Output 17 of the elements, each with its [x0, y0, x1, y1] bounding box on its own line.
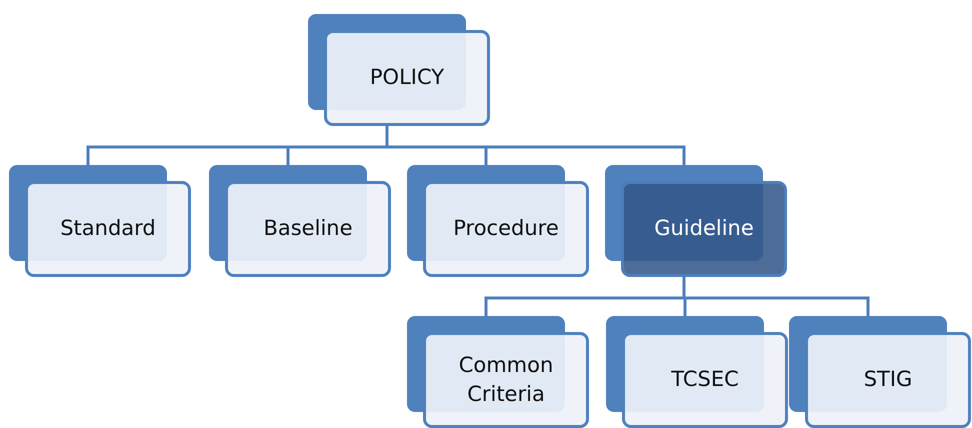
stacked-box — [308, 14, 490, 126]
stacked-box — [9, 165, 191, 277]
box-label: Common Criteria — [458, 352, 554, 408]
stacked-box — [209, 165, 391, 277]
box-label: TCSEC — [671, 366, 739, 394]
box-label: Baseline — [263, 215, 353, 242]
box-label: Standard — [60, 215, 156, 242]
box-label: Procedure — [453, 215, 559, 242]
box-label: Guideline — [654, 215, 754, 242]
stacked-box — [407, 316, 589, 428]
box-label: POLICY — [370, 64, 444, 92]
stacked-box — [407, 165, 589, 277]
stacked-box — [605, 165, 787, 277]
connector-line — [386, 126, 686, 165]
stacked-box — [606, 316, 788, 428]
stacked-box — [789, 316, 971, 428]
box-label: STIG — [864, 366, 912, 394]
